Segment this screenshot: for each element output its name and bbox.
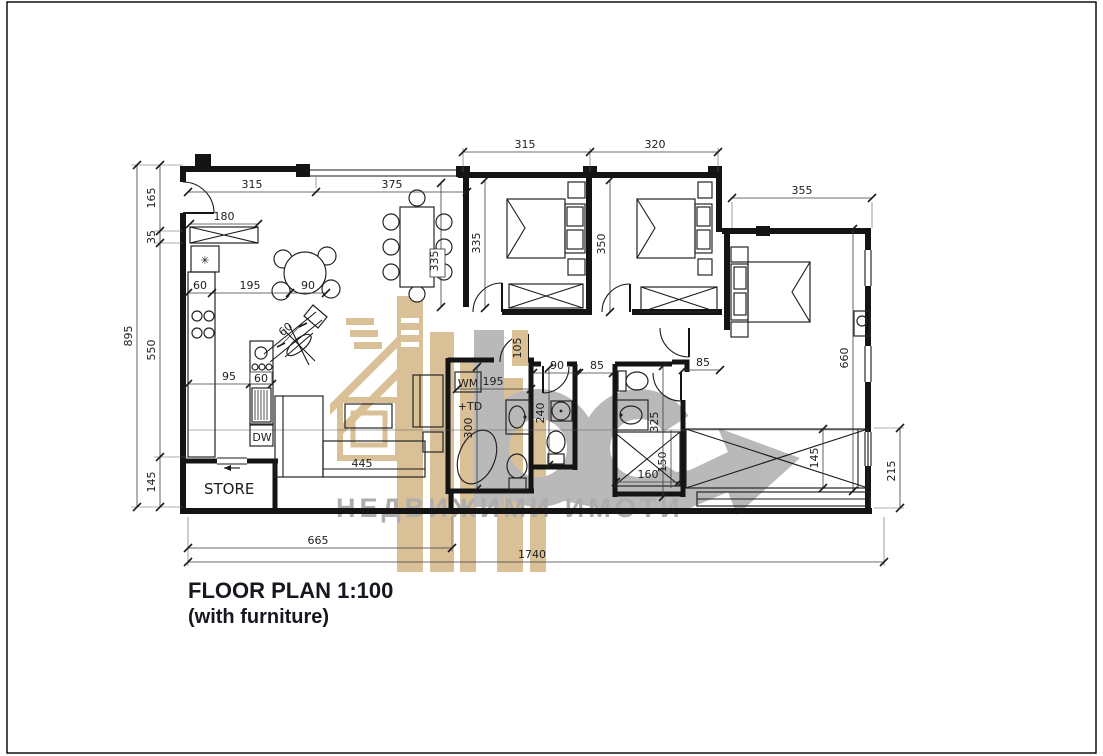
- kitchen-furniture: ✳ DW: [187, 226, 328, 458]
- wc-fixtures: [546, 400, 573, 465]
- drawing-title: FLOOR PLAN 1:100 (with furniture): [188, 578, 393, 628]
- svg-text:85: 85: [696, 356, 710, 369]
- svg-text:1740: 1740: [518, 548, 546, 561]
- svg-text:445: 445: [352, 457, 373, 470]
- svg-text:660: 660: [838, 348, 851, 369]
- svg-text:165: 165: [145, 188, 158, 209]
- store-label: STORE: [204, 480, 254, 498]
- svg-text:150: 150: [656, 452, 669, 473]
- bedroom3-furniture: [685, 246, 871, 507]
- dimension-lines: 315 320 315 375 355 895 165 35 55: [122, 138, 905, 567]
- svg-text:350: 350: [595, 234, 608, 255]
- highlighted-dimension: 105: [511, 330, 528, 366]
- svg-text:300: 300: [462, 418, 475, 439]
- tumble-dryer-label: +TD: [458, 400, 482, 413]
- svg-text:240: 240: [534, 403, 547, 424]
- svg-text:335: 335: [470, 233, 483, 254]
- svg-text:355: 355: [792, 184, 813, 197]
- svg-text:145: 145: [808, 448, 821, 469]
- svg-text:90: 90: [301, 279, 315, 292]
- ceiling-fan-icon: [282, 324, 316, 366]
- svg-text:195: 195: [240, 279, 261, 292]
- page-border: [6, 1, 1097, 754]
- svg-text:160: 160: [638, 468, 659, 481]
- bathroom-fixtures: WM +TD: [454, 371, 531, 490]
- svg-text:315: 315: [515, 138, 536, 151]
- entrance-door: [182, 181, 215, 214]
- svg-text:325: 325: [648, 412, 661, 433]
- svg-text:665: 665: [308, 534, 329, 547]
- svg-text:60: 60: [193, 279, 207, 292]
- svg-text:180: 180: [214, 210, 235, 223]
- washing-machine-label: WM: [458, 377, 478, 390]
- svg-text:335: 335: [428, 251, 441, 272]
- svg-text:105: 105: [511, 338, 524, 359]
- svg-text:895: 895: [122, 326, 135, 347]
- svg-text:195: 195: [483, 375, 504, 388]
- svg-text:60: 60: [254, 372, 268, 385]
- svg-text:85: 85: [590, 359, 604, 372]
- svg-text:215: 215: [885, 461, 898, 482]
- title-line1: FLOOR PLAN 1:100: [188, 578, 393, 603]
- title-line2: (with furniture): [188, 606, 329, 628]
- svg-text:90: 90: [550, 359, 564, 372]
- svg-text:550: 550: [145, 340, 158, 361]
- living-room-furniture: [274, 374, 444, 478]
- fridge-symbol: ✳: [200, 254, 209, 267]
- svg-text:35: 35: [145, 230, 158, 244]
- ac-unit-icon: [853, 310, 871, 337]
- svg-text:145: 145: [145, 472, 158, 493]
- interior-walls: [183, 172, 868, 511]
- bedroom1-furniture: [506, 181, 586, 309]
- dishwasher-label: DW: [252, 431, 271, 444]
- bedroom2-furniture: [636, 181, 718, 313]
- svg-text:375: 375: [382, 178, 403, 191]
- svg-text:320: 320: [645, 138, 666, 151]
- svg-text:315: 315: [242, 178, 263, 191]
- wc2-fixtures: [613, 370, 681, 487]
- svg-text:95: 95: [222, 370, 236, 383]
